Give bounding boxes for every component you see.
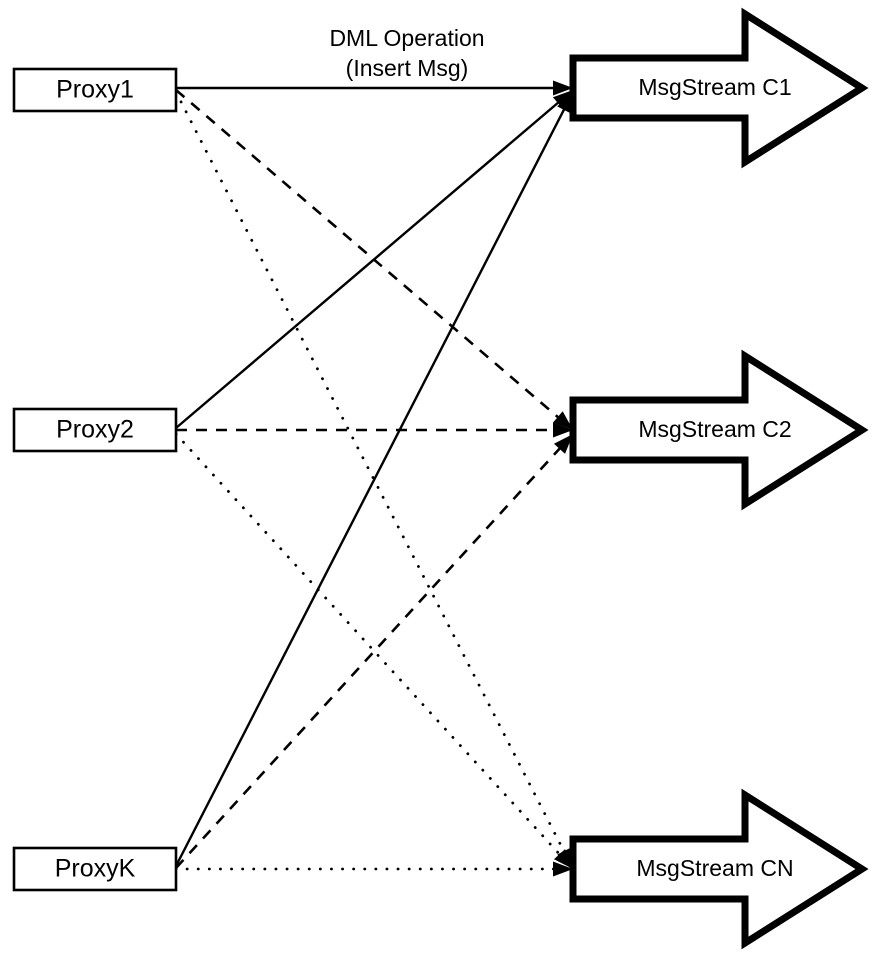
arrowhead-proxyK-to-stream-c1 — [557, 92, 573, 114]
proxy-node-proxyK[interactable]: ProxyK — [12, 846, 178, 892]
edge-proxy1-to-stream-cn — [174, 90, 570, 861]
arrowhead-proxy2-to-stream-cn — [553, 849, 573, 869]
stream-label: MsgStream C1 — [638, 74, 791, 100]
proxy-box-rect — [12, 407, 178, 453]
edge-proxyK-to-stream-c2 — [175, 441, 567, 869]
stream-label: MsgStream CN — [636, 855, 793, 881]
annotation-dml-operation: DML Operation (Insert Msg) — [329, 25, 484, 81]
arrowhead-proxy2-to-stream-c1 — [552, 90, 573, 109]
stream-node-stream-cn[interactable]: MsgStream CN — [569, 788, 869, 950]
arrowheads-layer — [552, 80, 573, 877]
annotations-layer: DML Operation (Insert Msg) — [329, 25, 484, 81]
proxy-node-proxy1[interactable]: Proxy1 — [12, 67, 178, 113]
edge-proxy1-to-stream-c2 — [175, 89, 566, 424]
arrowhead-proxy1-to-stream-c1 — [553, 80, 573, 96]
edge-proxy2-to-stream-c1 — [175, 96, 566, 429]
proxy-box-rect — [12, 67, 178, 113]
stream-arrow-shape — [569, 788, 869, 950]
arrowhead-proxyK-to-stream-cn — [553, 861, 573, 877]
arrowhead-proxy1-to-stream-c2 — [552, 411, 573, 430]
edge-proxyK-to-stream-c1 — [174, 101, 570, 867]
stream-node-stream-c1[interactable]: MsgStream C1 — [569, 7, 869, 169]
proxy-box-rect — [12, 846, 178, 892]
proxy-label: ProxyK — [55, 855, 136, 883]
arrowhead-proxy2-to-stream-c2 — [553, 422, 573, 438]
stream-arrow-shape — [569, 7, 869, 169]
stream-arrow-shape — [569, 349, 869, 511]
edge-proxy2-to-stream-cn — [174, 432, 567, 863]
edges-layer — [174, 86, 570, 871]
streams-layer: MsgStream C1 MsgStream C2 MsgStream CN — [569, 7, 869, 950]
proxy-label: Proxy1 — [56, 76, 134, 104]
arrowhead-proxyK-to-stream-c2 — [553, 434, 573, 454]
stream-node-stream-c2[interactable]: MsgStream C2 — [569, 349, 869, 511]
stream-label: MsgStream C2 — [638, 416, 791, 442]
proxy-label: Proxy2 — [56, 416, 134, 444]
annotation-line-2: (Insert Msg) — [346, 55, 469, 81]
proxy-node-proxy2[interactable]: Proxy2 — [12, 407, 178, 453]
annotation-line-1: DML Operation — [329, 25, 484, 51]
